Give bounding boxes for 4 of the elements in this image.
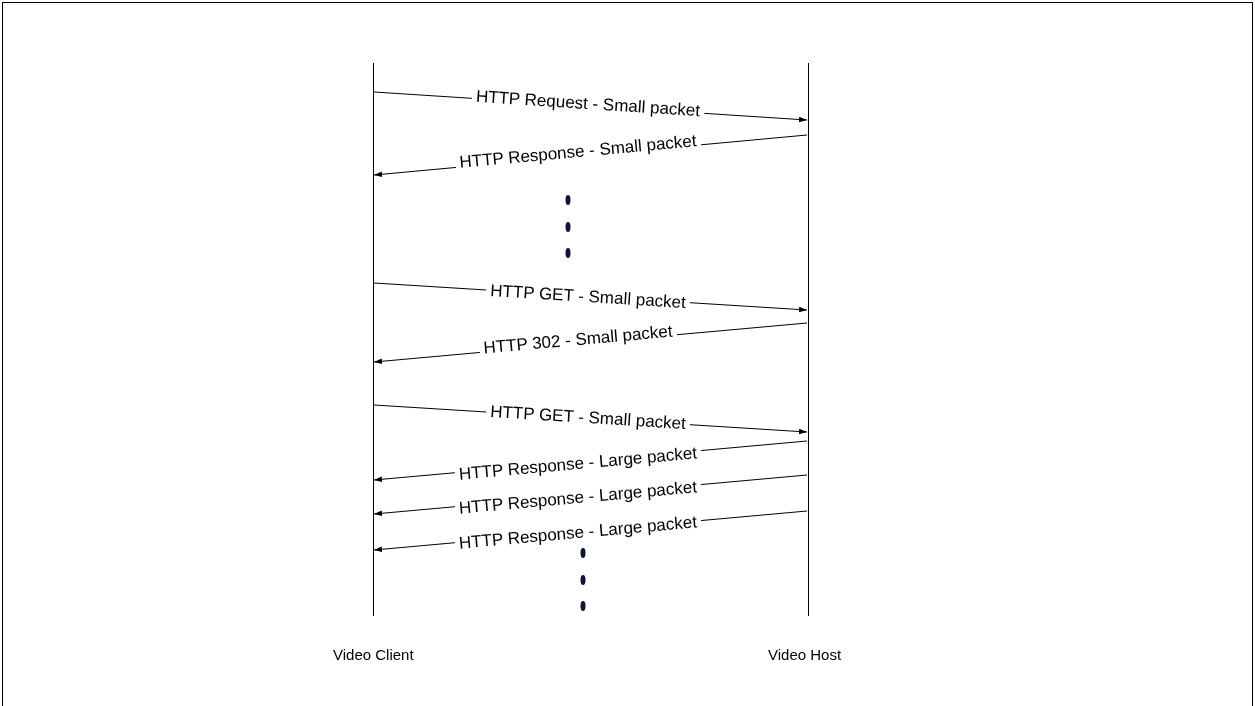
lifeline bbox=[373, 63, 374, 616]
participant-label: Video Client bbox=[333, 645, 414, 665]
lifeline bbox=[808, 63, 809, 616]
participant-label: Video Host bbox=[768, 645, 842, 665]
